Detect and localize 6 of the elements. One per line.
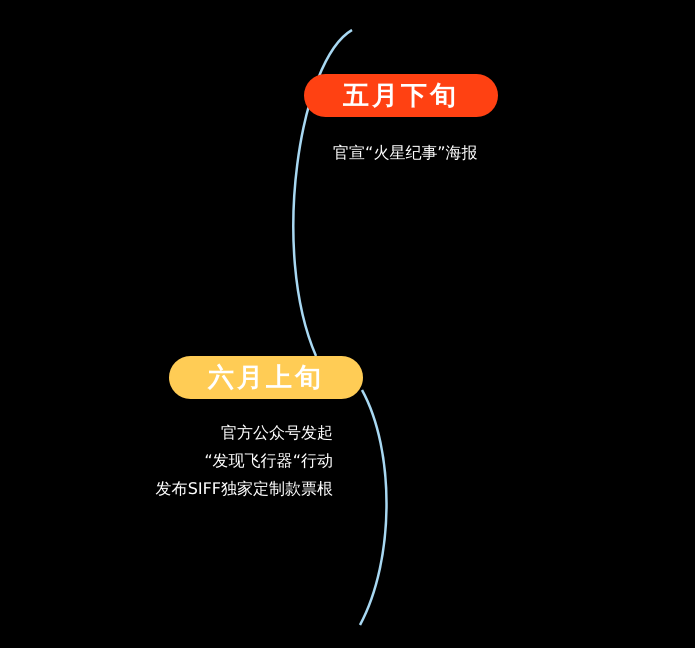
event-text: 官宣“火星纪事”海报 [333, 143, 478, 163]
event-text: 发布SIFF独家定制款票根 [156, 479, 333, 499]
event-text: “发现飞行器“行动 [204, 451, 333, 471]
date-pill: 六月上旬 [169, 356, 363, 399]
event-text: 官方公众号发起 [221, 423, 333, 443]
date-pill: 五月下旬 [304, 74, 498, 117]
